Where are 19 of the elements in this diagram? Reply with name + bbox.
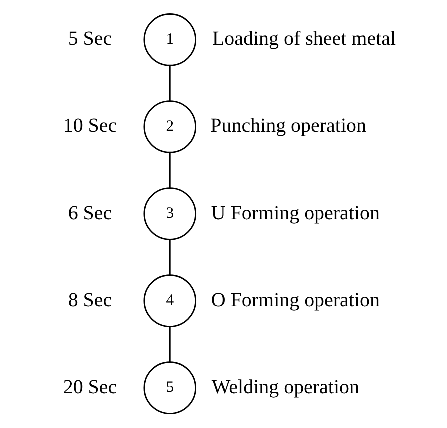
node-label: 8 Sec (68, 289, 112, 312)
node-label: Loading of sheet metal (212, 28, 396, 50)
node-label: 6 Sec (68, 202, 112, 224)
node-label: 20 Sec (62, 376, 117, 398)
node-circle: 3 (143, 188, 196, 240)
connector (168, 326, 170, 362)
node-circle: 1 (143, 14, 196, 66)
node-label: U Forming operation (210, 202, 380, 224)
node-circle: 2 (143, 100, 196, 154)
node-label: 10 Sec (62, 115, 117, 138)
connector (168, 152, 170, 188)
node-label: O Forming operation (210, 289, 380, 312)
connector (168, 240, 170, 276)
node-label: Punching operation (210, 115, 366, 138)
node-label: 5 Sec (68, 28, 112, 50)
node-label: Welding operation (211, 376, 359, 398)
node-circle: 4 (143, 274, 196, 328)
node-circle: 5 (143, 362, 196, 414)
connector (168, 66, 170, 101)
